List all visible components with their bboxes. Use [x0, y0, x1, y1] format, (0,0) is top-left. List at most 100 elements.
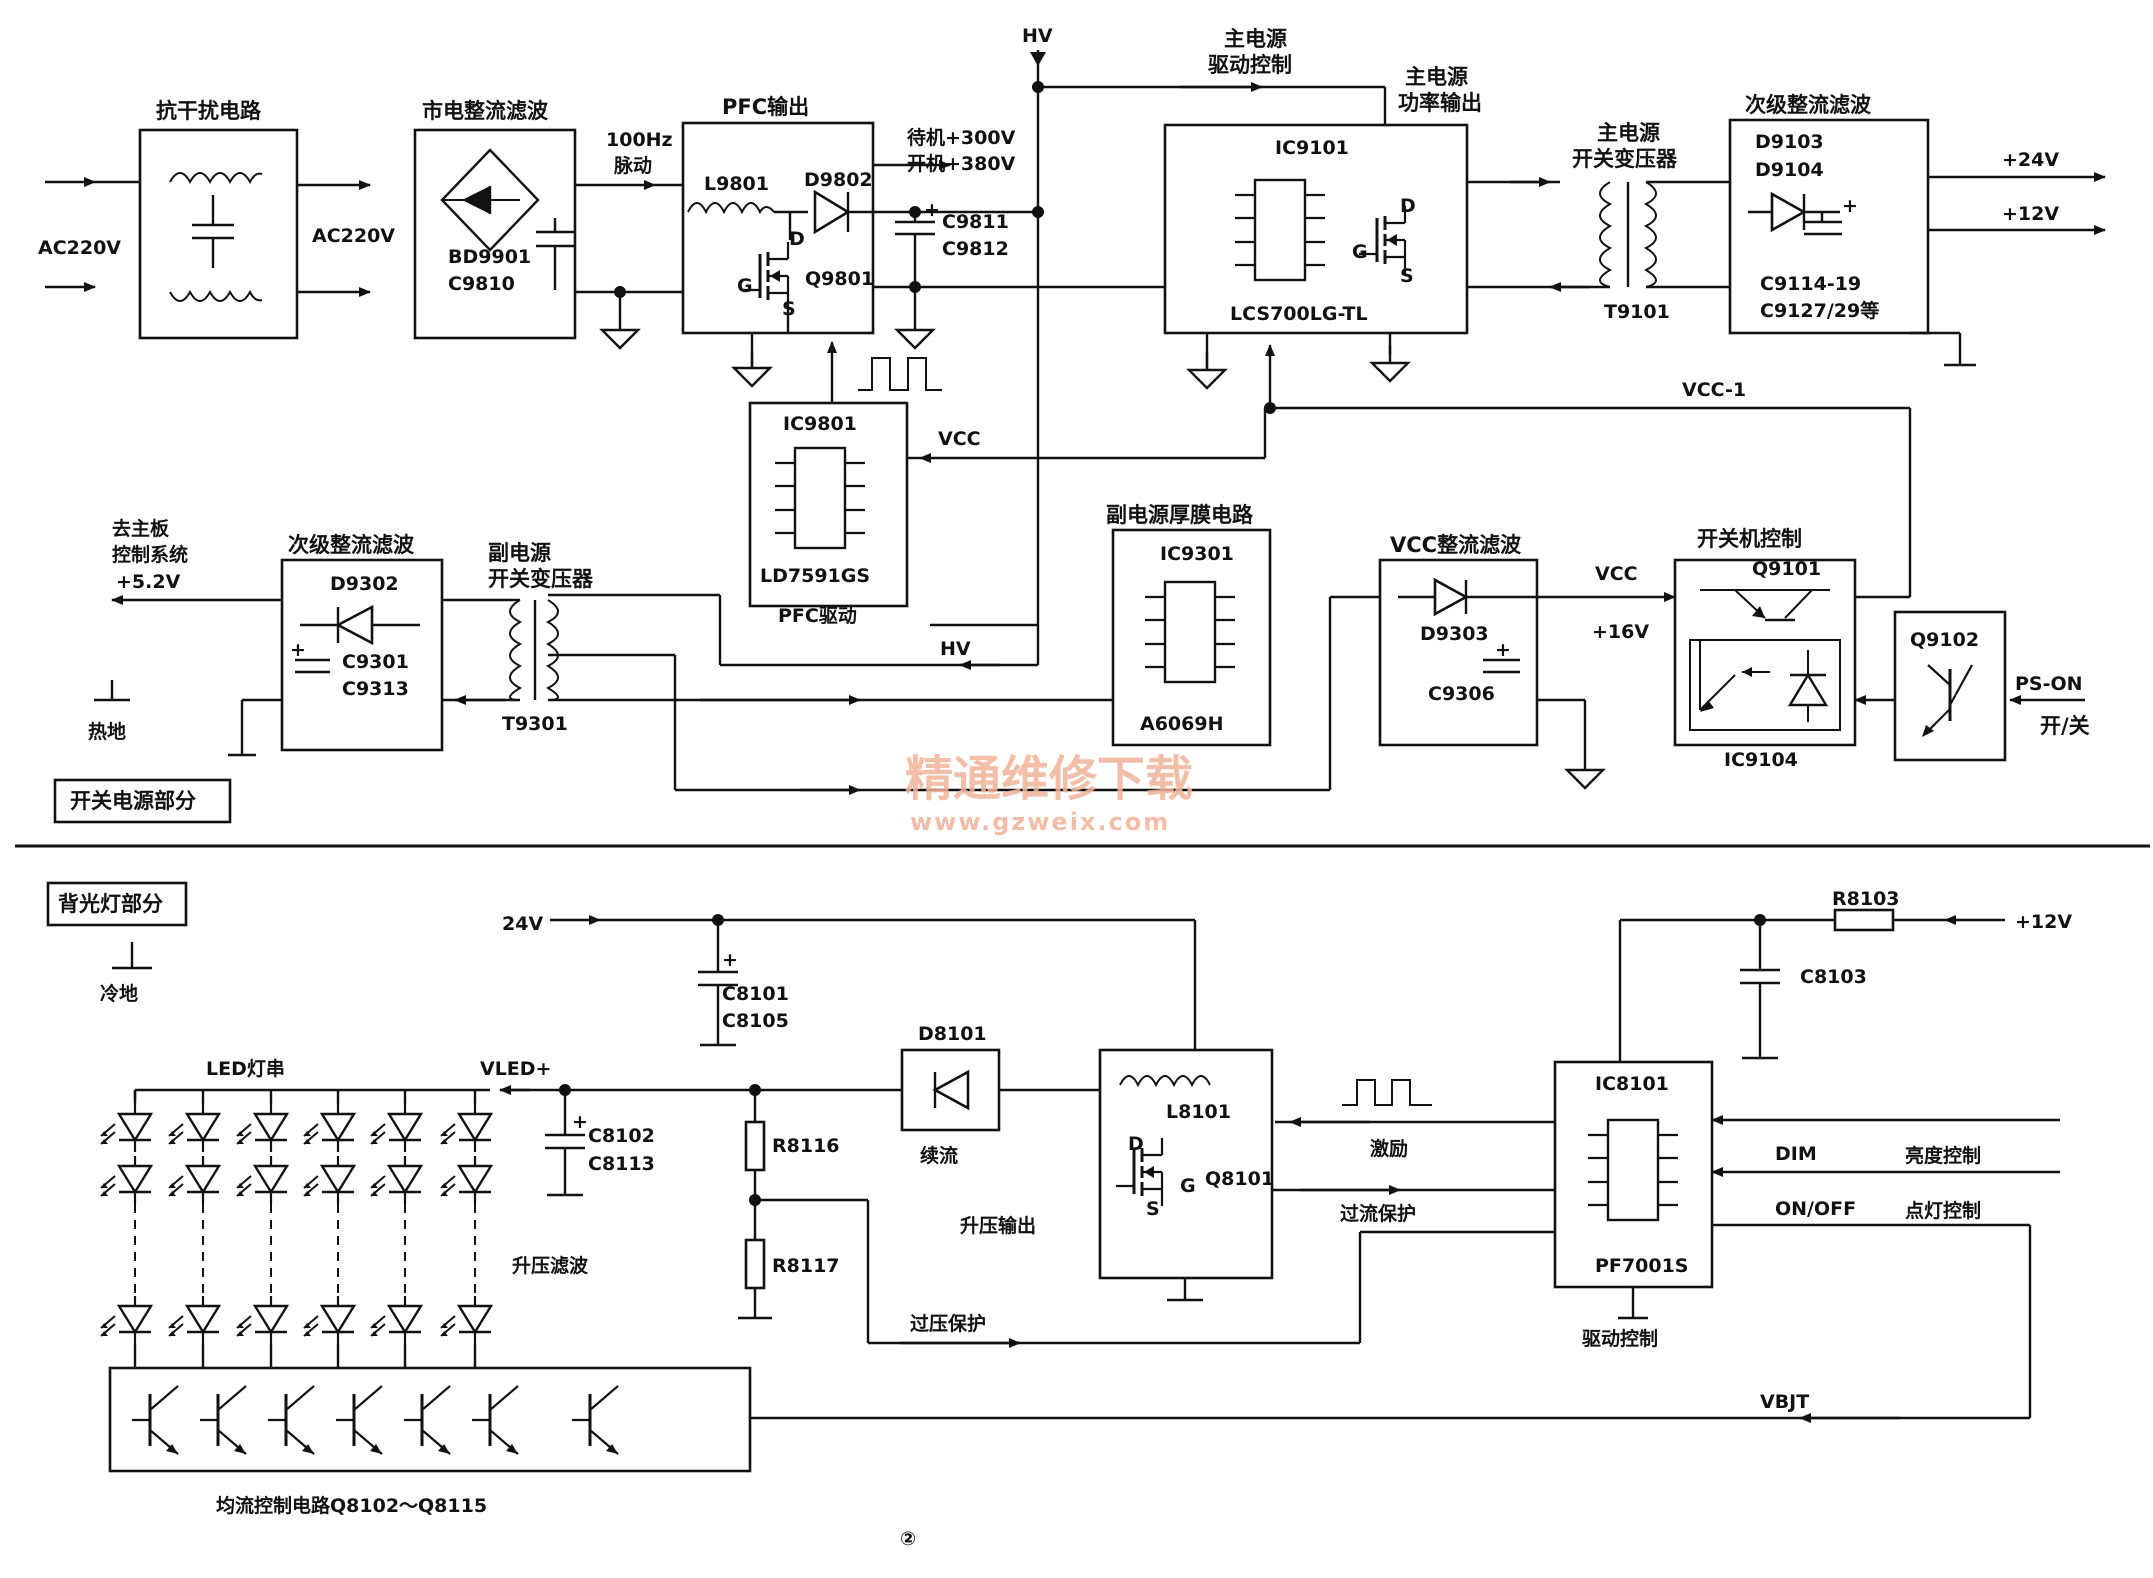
backlight-12v-label: +12V [2015, 911, 2072, 933]
svg-text:D: D [789, 228, 805, 250]
svg-text:+: + [924, 199, 940, 221]
hv-mid-label: HV [940, 638, 971, 660]
l8101-inductor-icon [1119, 1075, 1211, 1088]
led-string-label: LED灯串 [206, 1058, 285, 1080]
ic9301-block [1111, 528, 1272, 747]
main-secondary-block [1728, 118, 1930, 335]
c9811-label: C9811 [942, 211, 1009, 233]
q8101-label: Q8101 [1205, 1168, 1274, 1190]
bridge-rectifier-icon [440, 148, 540, 252]
pfc-drive-label: PFC驱动 [778, 605, 857, 627]
ld7591gs-label: LD7591GS [760, 565, 870, 587]
main-drive-label-2: 驱动控制 [1208, 53, 1292, 77]
100hz-label: 100Hz [606, 129, 673, 151]
ic8101-label: IC8101 [1595, 1073, 1669, 1095]
standby-secondary-block [280, 558, 444, 752]
vcc-rectifier-title: VCC整流滤波 [1390, 533, 1522, 557]
rectifier-title: 市电整流滤波 [422, 99, 549, 123]
boost-out-label: 升压输出 [960, 1214, 1036, 1237]
c9812-label: C9812 [942, 238, 1009, 260]
c8113-label: C8113 [588, 1153, 655, 1175]
backlight-section-box [46, 881, 188, 927]
c9306-label: C9306 [1428, 683, 1495, 705]
plus12v-label: +12V [2002, 203, 2059, 225]
ic9101-block [1163, 123, 1469, 335]
watermark-url: www.gzweix.com [910, 808, 1170, 836]
d8101-label: D8101 [918, 1023, 987, 1045]
led-3-1 [302, 1154, 356, 1206]
svg-text:+: + [1495, 639, 1511, 661]
ps-on-label: PS-ON [2015, 673, 2083, 695]
vcc-pfc-label: VCC [938, 428, 981, 450]
c9301-label: C9301 [342, 651, 409, 673]
led-1-0 [167, 1102, 221, 1154]
ic9801-label: IC9801 [783, 413, 857, 435]
d9302-label: D9302 [330, 573, 399, 595]
led-1-2 [167, 1294, 221, 1346]
standby-secondary-title: 次级整流滤波 [288, 533, 415, 557]
c9114-label: C9114-19 [1760, 273, 1861, 295]
hv-top-label: HV [1022, 25, 1053, 47]
led-2-2 [235, 1294, 289, 1346]
d9802-icon [813, 189, 851, 235]
c9313-label: C9313 [342, 678, 409, 700]
c9127-label: C9127/29等 [1760, 299, 1879, 322]
light-ctrl-label: 点灯控制 [1905, 1199, 1981, 1222]
svg-text:S: S [1400, 265, 1414, 287]
l8101-label: L8101 [1166, 1101, 1231, 1123]
svg-text:S: S [1146, 1198, 1160, 1220]
to-main-label-3: +5.2V [116, 571, 181, 593]
ac220v-mid-label: AC220V [312, 225, 395, 247]
led-1-1 [167, 1154, 221, 1206]
svg-text:G: G [1352, 241, 1368, 263]
led-5-0 [439, 1102, 493, 1154]
plus24v-label: +24V [2002, 149, 2059, 171]
led-4-1 [369, 1154, 423, 1206]
pfc-inductor-icon [687, 202, 775, 215]
pulsating-label: 脉动 [613, 154, 652, 177]
hot-ground-label: 热地 [88, 720, 126, 743]
to-main-label-2: 控制系统 [112, 543, 188, 566]
led-3-2 [302, 1294, 356, 1346]
main-out-label-1: 主电源 [1405, 65, 1468, 89]
r8116-label: R8116 [772, 1135, 840, 1157]
r8117-label: R8117 [772, 1255, 840, 1277]
ic9301-label: IC9301 [1160, 543, 1234, 565]
led-5-1 [439, 1154, 493, 1206]
ocp-label: 过流保护 [1340, 1202, 1416, 1225]
svg-text:G: G [1180, 1175, 1196, 1197]
current-balance-label: 均流控制电路Q8102～Q8115 [216, 1494, 487, 1517]
switch-power-section-label: 开关电源部分 [70, 789, 196, 813]
led-array [99, 1090, 493, 1368]
svg-text:+: + [1842, 195, 1858, 217]
svg-text:D: D [1128, 1133, 1144, 1155]
d9103-label: D9103 [1755, 131, 1824, 153]
to-main-label-1: 去主板 [112, 517, 170, 540]
ic9104-optocoupler-icon [1689, 639, 1841, 731]
main-xfmr-label-1: 主电源 [1597, 121, 1660, 145]
c8102-label: C8102 [588, 1125, 655, 1147]
backlight-24v-label: 24V [502, 913, 543, 935]
main-out-label-2: 功率输出 [1398, 91, 1482, 115]
pf7001s-label: PF7001S [1595, 1255, 1688, 1277]
led-4-2 [369, 1294, 423, 1346]
svg-text:+: + [722, 949, 738, 971]
brightness-label: 亮度控制 [1905, 1144, 1981, 1167]
onoff-backlight-label: ON/OFF [1775, 1198, 1856, 1220]
svg-text:+: + [572, 1111, 588, 1133]
switch-control-title: 开关机控制 [1697, 527, 1802, 551]
ic9104-label: IC9104 [1724, 749, 1798, 771]
emi-filter-block [138, 128, 299, 340]
vcc1-label: VCC-1 [1682, 379, 1746, 401]
r8116-resistor-icon [744, 1120, 766, 1172]
main-secondary-title: 次级整流滤波 [1745, 93, 1872, 117]
svg-text:S: S [782, 298, 796, 320]
l9801-label: L9801 [704, 173, 769, 195]
d9303-label: D9303 [1420, 623, 1489, 645]
ovp-label: 过压保护 [910, 1312, 986, 1335]
boost-block [1098, 1048, 1274, 1280]
svg-text:+: + [290, 639, 306, 661]
sub-xfmr-label-2: 开关变压器 [488, 567, 594, 591]
bd9901-label: BD9901 [448, 246, 531, 268]
standby-300v-label: 待机+300V [907, 126, 1016, 149]
